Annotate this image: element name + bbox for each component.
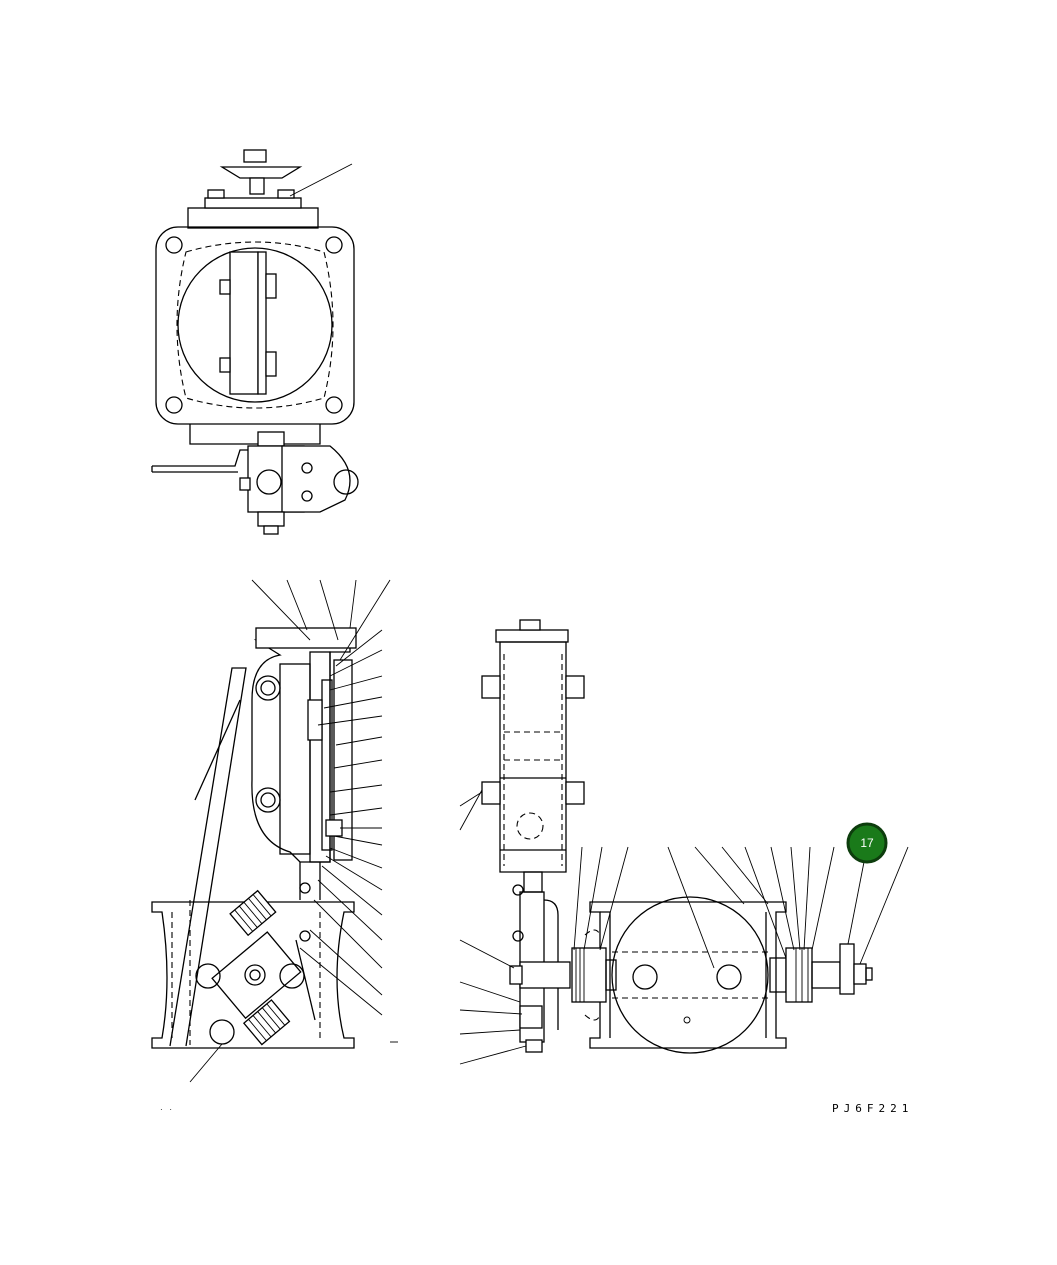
side-section-view [151, 579, 398, 1083]
front-view [151, 149, 359, 535]
drawing-code: PJ6F221 [832, 1102, 914, 1115]
callout-17[interactable]: 17 [846, 822, 888, 864]
callout-label: 17 [860, 836, 874, 850]
small-mark: · · [160, 1105, 172, 1114]
end-view [459, 619, 909, 1065]
